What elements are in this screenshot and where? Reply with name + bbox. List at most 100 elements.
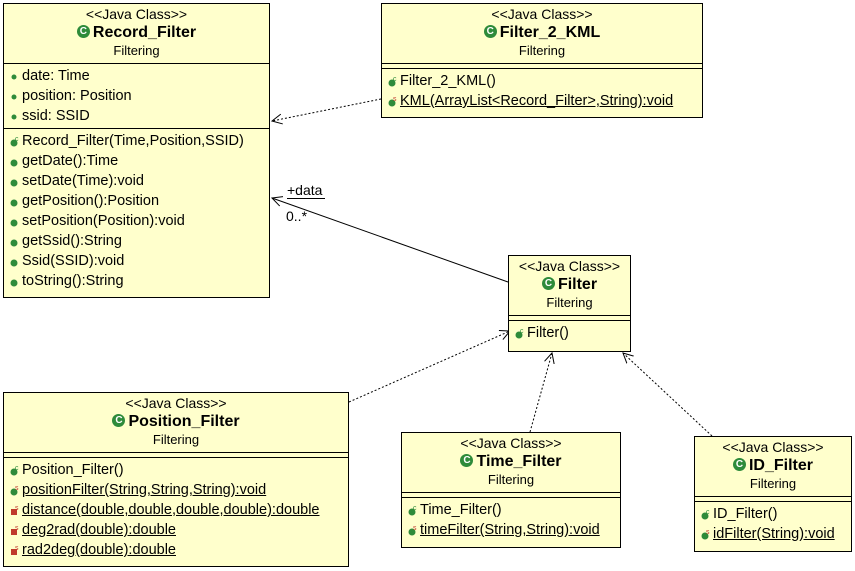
constructor-icon: c <box>408 505 417 516</box>
field-row: position: Position <box>4 86 269 106</box>
constructor-icon: c <box>701 509 710 520</box>
public-method-icon <box>10 259 18 267</box>
public-method-icon <box>10 239 18 247</box>
package-name: Filtering <box>749 476 797 491</box>
class-icon <box>460 454 474 467</box>
static-method-icon: s <box>701 529 710 540</box>
class-icon <box>483 25 497 38</box>
svg-text:c: c <box>15 136 19 143</box>
stereotype: <<Java Class>> <box>460 435 562 451</box>
method-row: setPosition(Position):void <box>4 211 269 231</box>
private-static-method-icon: s <box>11 525 19 535</box>
package-name: Filtering <box>546 295 593 310</box>
public-method-icon <box>10 279 18 287</box>
static-method-icon: s <box>408 525 417 536</box>
svg-text:s: s <box>706 529 710 536</box>
svg-text:s: s <box>15 545 19 552</box>
class-icon <box>732 458 746 471</box>
static-method-icon: s <box>10 485 19 496</box>
class-record-filter[interactable]: <<Java Class>> Record_Filter Filtering d… <box>3 3 270 298</box>
constructor-icon: c <box>388 76 397 87</box>
static-method-icon: s <box>388 96 397 107</box>
public-method-icon <box>10 219 18 227</box>
svg-text:c: c <box>413 505 417 512</box>
association-multiplicity-label: 0..* <box>286 208 308 224</box>
class-id-filter[interactable]: <<Java Class>> ID_Filter Filtering cID_F… <box>694 436 852 552</box>
stereotype: <<Java Class>> <box>518 258 621 274</box>
class-icon <box>541 277 555 290</box>
stereotype: <<Java Class>> <box>491 6 593 22</box>
constructor-icon: c <box>10 465 19 476</box>
class-icon <box>76 25 90 38</box>
method-row: toString():String <box>4 271 269 291</box>
class-time-filter[interactable]: <<Java Class>> Time_Filter Filtering cTi… <box>401 432 621 548</box>
fields-section: date: Time position: Position ssid: SSID <box>4 64 269 128</box>
svg-text:c: c <box>520 328 524 335</box>
svg-text:s: s <box>393 96 397 103</box>
class-name: Filter <box>557 276 598 293</box>
stereotype: <<Java Class>> <box>125 395 227 411</box>
class-name: Position_Filter <box>128 413 240 430</box>
method-row: getDate():Time <box>4 151 269 171</box>
dependency-kml-to-record <box>272 98 382 121</box>
class-name: Time_Filter <box>476 453 562 470</box>
svg-text:c: c <box>393 76 397 83</box>
private-static-method-icon: s <box>11 545 19 555</box>
package-name: Filtering <box>152 432 200 447</box>
field-icon <box>11 94 17 100</box>
svg-text:s: s <box>413 525 417 532</box>
field-icon <box>11 114 17 120</box>
public-method-icon <box>10 179 18 187</box>
method-row: setDate(Time):void <box>4 171 269 191</box>
class-filter[interactable]: <<Java Class>> Filter Filtering cFilter(… <box>508 255 631 352</box>
package-name: Filtering <box>113 43 160 58</box>
field-row: date: Time <box>4 66 269 86</box>
private-static-method-icon: s <box>11 505 19 515</box>
svg-text:s: s <box>15 525 19 532</box>
association-filter-to-record <box>272 198 509 283</box>
stereotype: <<Java Class>> <box>722 439 824 455</box>
class-filter-2-kml[interactable]: <<Java Class>> Filter_2_KML Filtering cF… <box>381 3 703 118</box>
svg-text:c: c <box>15 465 19 472</box>
svg-text:s: s <box>15 505 19 512</box>
method-row: getPosition():Position <box>4 191 269 211</box>
dependency-id-to-filter <box>623 353 713 437</box>
svg-text:c: c <box>706 509 710 516</box>
role-underline <box>287 198 325 199</box>
class-icon <box>112 414 126 427</box>
package-name: Filtering <box>487 472 535 487</box>
constructor-icon: c <box>515 328 524 339</box>
field-icon <box>11 74 17 80</box>
class-name: Filter_2_KML <box>499 24 601 41</box>
class-name: Record_Filter <box>92 24 197 41</box>
field-row: ssid: SSID <box>4 106 269 126</box>
method-row: Ssid(SSID):void <box>4 251 269 271</box>
method-row: getSsid():String <box>4 231 269 251</box>
class-position-filter[interactable]: <<Java Class>> Position_Filter Filtering… <box>3 392 349 567</box>
constructor-icon: c <box>10 136 19 147</box>
dependency-time-to-filter <box>529 353 552 433</box>
stereotype: <<Java Class>> <box>85 6 188 22</box>
public-method-icon <box>10 199 18 207</box>
association-role-label: +data <box>287 182 323 198</box>
